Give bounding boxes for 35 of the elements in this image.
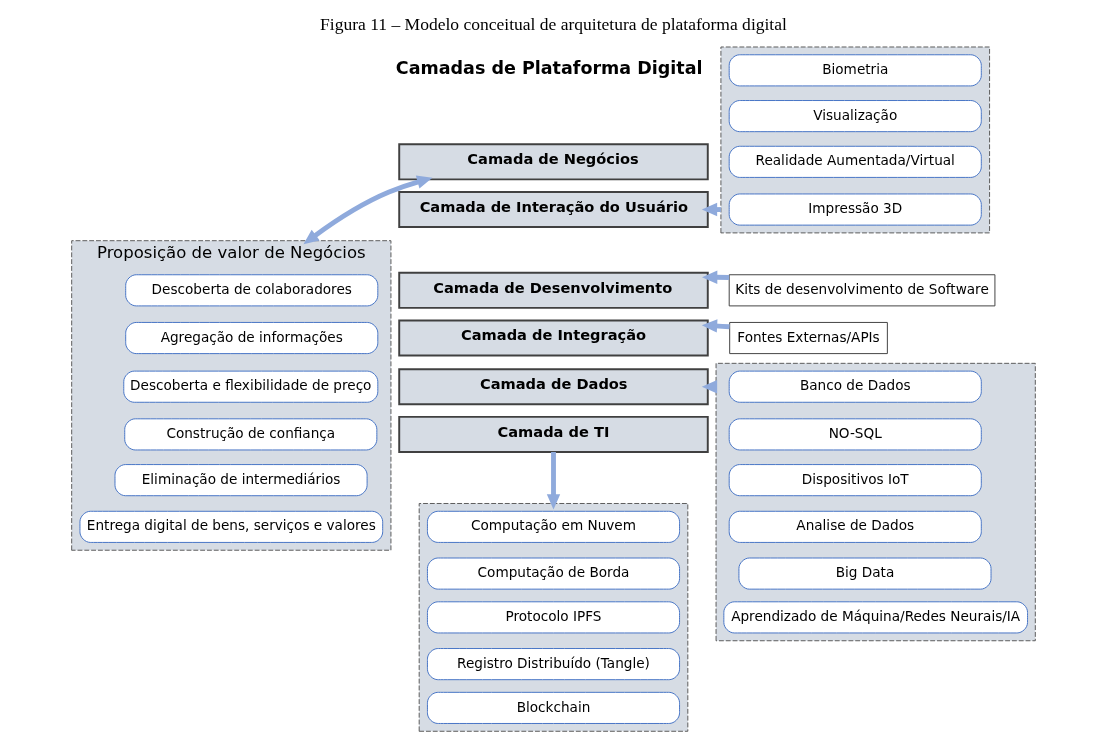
node-box: Descoberta e flexibilidade de preço (123, 370, 379, 403)
node-box: Fontes Externas/APIs (729, 321, 888, 355)
node-box: Protocolo IPFS (426, 601, 681, 634)
diagram-title: Camadas de Plataforma Digital (395, 57, 703, 78)
node-box: Computação de Borda (426, 557, 681, 590)
caption: Figura 11 – Modelo conceitual de arquitetura de plataforma digital (320, 13, 787, 34)
arrow (303, 175, 433, 245)
node-box: Aprendizado de Máquina/Redes Neurais/IA (723, 601, 1028, 634)
cluster (720, 46, 991, 234)
node-box: Eliminação de intermediários (114, 464, 368, 497)
node-box: Visualização (728, 100, 982, 133)
node-box: Biometria (728, 54, 982, 87)
node-box: Camada de Interação do Usuário (398, 191, 709, 229)
node-box: Camada de Desenvolvimento (398, 271, 709, 309)
node-box: Kits de desenvolvimento de Software (728, 274, 996, 307)
node-box: Camada de Integração (398, 319, 709, 357)
cluster (418, 503, 689, 732)
node-box: NO-SQL (728, 418, 982, 451)
node-box: Entrega digital de bens, serviços e valores (79, 510, 384, 543)
node-box: Analise de Dados (728, 510, 982, 543)
node-box: Impressão 3D (728, 193, 982, 226)
arrow (546, 451, 561, 510)
node-box: Blockchain (426, 691, 681, 724)
node-box: Banco de Dados (728, 370, 982, 403)
node-box: Descoberta de colaboradores (125, 274, 379, 307)
node-box: Big Data (738, 557, 992, 590)
node-box: Construção de confiança (124, 418, 378, 451)
node-box: Camada de TI (398, 415, 709, 453)
node-box: Realidade Aumentada/Virtual (728, 145, 982, 178)
node-box: Registro Distribuído (Tangle) (426, 648, 681, 681)
node-box: Camada de Dados (398, 368, 709, 406)
node-box: Camada de Negócios (398, 143, 709, 181)
node-box: Dispositivos IoT (728, 464, 982, 497)
node-box: Computação em Nuvem (426, 510, 681, 543)
node-box: Agregação de informações (125, 321, 379, 355)
